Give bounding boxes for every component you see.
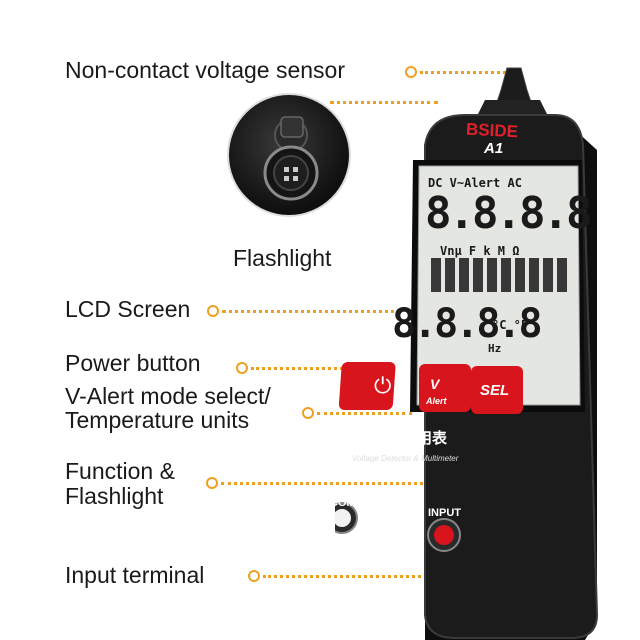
power-button-icon[interactable]: ⏻ — [374, 373, 392, 398]
valert-button-shape[interactable] — [419, 364, 471, 412]
lcd-secondary-digits: 8.8.8.8 — [392, 301, 543, 347]
com-label: COM — [330, 497, 356, 509]
callout-line-input — [263, 575, 438, 578]
callout-dot-valert — [302, 407, 314, 419]
chinese-product-name: 电笔万用表 — [372, 430, 448, 447]
callout-dot-function — [206, 477, 218, 489]
label-non-contact-sensor: Non-contact voltage sensor — [65, 57, 345, 83]
label-power-button: Power button — [65, 350, 201, 376]
callout-line-sensor-2 — [330, 101, 438, 104]
flashlight-closeup-icon — [263, 116, 319, 201]
flashlight-inset — [229, 95, 349, 215]
callout-dot-input — [248, 570, 260, 582]
lcd-main-digits: 8.8.8.8 — [425, 188, 592, 239]
callout-line-sensor — [420, 71, 512, 74]
callout-line-lcd — [222, 310, 402, 313]
product-subtitle: Voltage Detector & Multimeter — [352, 454, 459, 463]
input-label: INPUT — [428, 507, 461, 519]
model-name: A1 — [484, 140, 504, 157]
lcd-temp-units: °C °F — [492, 318, 529, 332]
label-input-terminal: Input terminal — [65, 562, 205, 588]
label-function-2: Flashlight — [65, 483, 164, 509]
valert-button-label-1[interactable]: V — [430, 376, 440, 392]
sel-button-shape[interactable] — [471, 366, 523, 414]
valert-button-label-2[interactable]: Alert — [426, 396, 447, 406]
callout-dot-power — [236, 362, 248, 374]
label-function-1: Function & — [65, 458, 175, 484]
label-lcd-screen: LCD Screen — [65, 296, 191, 322]
cat-rating-1: CATII 600V — [362, 520, 409, 530]
callout-line-power — [251, 367, 366, 370]
lcd-units-row: Vnμ F k M Ω — [440, 244, 520, 258]
callout-line-function — [221, 482, 471, 485]
sel-button-label[interactable]: SEL — [480, 382, 510, 399]
callout-dot-lcd — [207, 305, 219, 317]
multimeter-device — [335, 67, 599, 640]
label-flashlight: Flashlight — [233, 245, 332, 271]
lcd-hz: Hz — [488, 342, 502, 355]
cat-rating-2: CATIII 300V — [362, 533, 411, 543]
power-button-shape[interactable] — [338, 362, 396, 410]
label-valert-2: Temperature units — [65, 407, 250, 433]
callout-dot-sensor — [405, 66, 417, 78]
lcd-top-icons: DC V~Alert AC — [428, 176, 522, 190]
label-valert-1: V-Alert mode select/ — [65, 383, 271, 409]
callout-line-valert — [317, 412, 412, 415]
